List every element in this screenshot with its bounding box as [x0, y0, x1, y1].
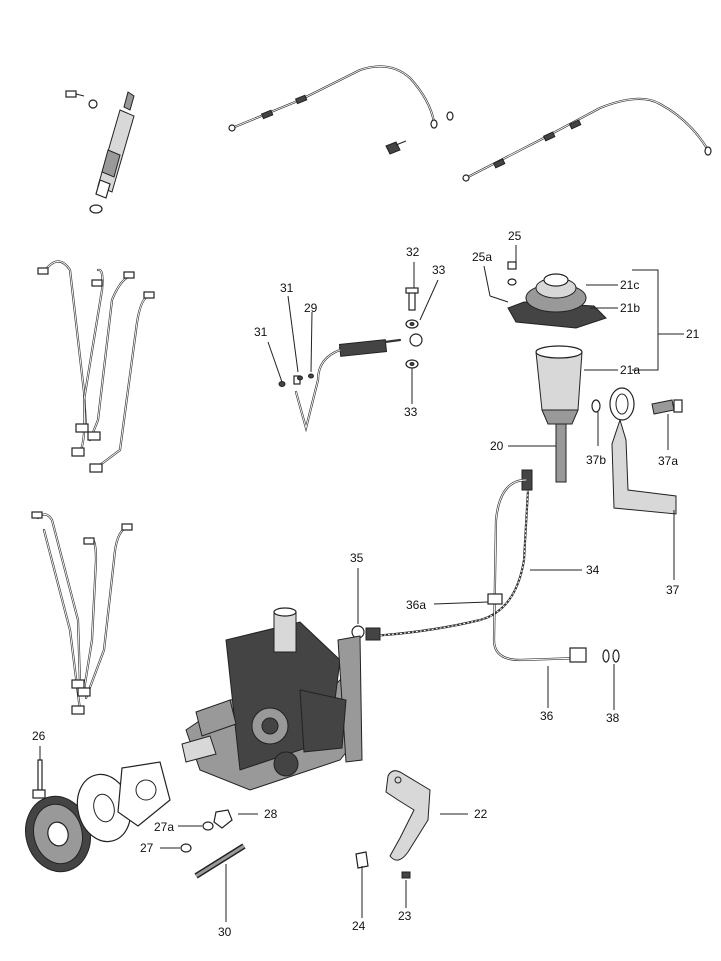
callout-25: 25 — [508, 229, 522, 243]
callout-29: 29 — [304, 301, 318, 315]
callout-33-top: 33 — [432, 263, 446, 277]
return-line-assembly — [278, 287, 423, 433]
callout-36: 36 — [540, 709, 554, 723]
fasteners-bottom — [180, 809, 411, 879]
callout-27a: 27a — [154, 820, 174, 834]
callout-25a: 25a — [472, 250, 492, 264]
callout-35: 35 — [350, 551, 364, 565]
callout-30: 30 — [218, 925, 232, 939]
overflow-pipe-37 — [591, 387, 683, 515]
callout-32: 32 — [406, 245, 420, 259]
callout-37a: 37a — [658, 454, 678, 468]
callout-21b: 21b — [620, 301, 640, 315]
callout-37: 37 — [666, 583, 680, 597]
callout-31-top: 31 — [280, 281, 294, 295]
callout-22: 22 — [474, 807, 488, 821]
injector — [65, 90, 135, 214]
callout-21: 21 — [686, 327, 700, 341]
callout-labels: 25 25a 21c 21b 21 21a 20 37b 37a 37 34 3… — [32, 229, 700, 939]
callout-27: 27 — [140, 841, 154, 855]
hose-and-pipe — [351, 469, 620, 663]
callout-37b: 37b — [586, 453, 606, 467]
callout-34: 34 — [586, 563, 600, 577]
callout-23: 23 — [398, 909, 412, 923]
injection-pipes-lower — [31, 511, 133, 715]
leader-lines — [39, 245, 684, 922]
callout-28: 28 — [264, 807, 278, 821]
injection-pump — [181, 607, 363, 791]
callout-21a: 21a — [620, 363, 640, 377]
callout-20: 20 — [490, 439, 504, 453]
callout-26: 26 — [32, 729, 46, 743]
callout-31-left: 31 — [254, 325, 268, 339]
drive-gear — [25, 759, 171, 873]
leak-off-pipe-2 — [462, 97, 712, 182]
callout-21c: 21c — [620, 278, 639, 292]
callout-38: 38 — [606, 711, 620, 725]
callout-33-bottom: 33 — [404, 405, 418, 419]
callout-24: 24 — [352, 919, 366, 933]
fuel-filter-assembly — [507, 261, 607, 483]
bracket-22 — [385, 770, 431, 861]
injection-pipes-upper — [37, 260, 155, 473]
leak-off-pipe-1 — [228, 65, 454, 155]
callout-36a: 36a — [406, 598, 426, 612]
